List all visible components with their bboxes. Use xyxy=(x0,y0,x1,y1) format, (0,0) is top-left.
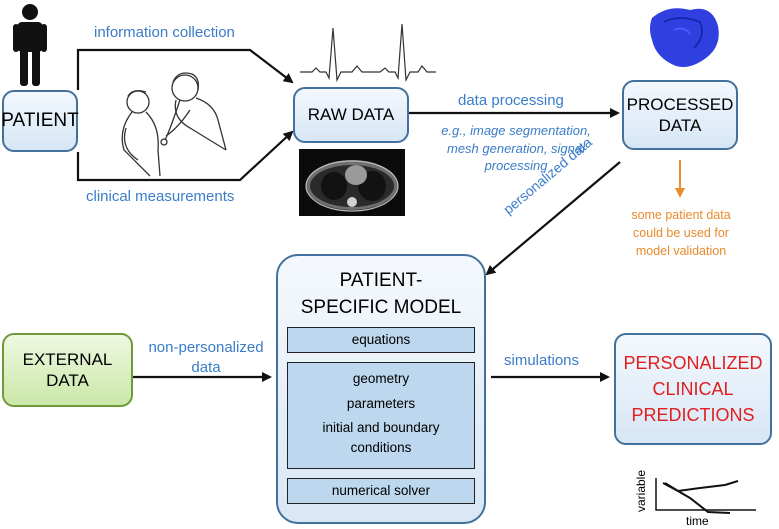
predictions-label-line3: PREDICTIONS xyxy=(631,405,755,426)
clinical-measurements-label: clinical measurements xyxy=(86,188,235,205)
validation-line1: some patient data xyxy=(631,208,731,222)
processing-examples-line3: processing xyxy=(484,158,548,174)
raw-data-node: RAW DATA xyxy=(293,87,409,143)
parameters-label: parameters xyxy=(346,395,416,411)
numerical-solver-label: numerical solver xyxy=(331,483,431,498)
processed-data-label-line2: DATA xyxy=(658,116,702,135)
validation-line2: could be used for xyxy=(633,226,729,241)
processing-examples-line1: e.g., image segmentation, xyxy=(441,123,591,138)
predictions-label-line2: CLINICAL xyxy=(652,378,734,399)
data-processing-label: data processing xyxy=(458,92,564,109)
processing-examples-line2: mesh generation, signal xyxy=(446,140,586,156)
equations-label: equations xyxy=(351,332,411,347)
doctor-examining-patient-illustration xyxy=(121,72,227,177)
patient-node: PATIENT xyxy=(1,90,79,152)
non-personalized-line1: non-personalized xyxy=(148,339,264,356)
ct-scan-image xyxy=(299,149,405,216)
simulations-label: simulations xyxy=(504,352,580,369)
arrow-personalized-data xyxy=(485,161,621,276)
model-title-line2: SPECIFIC MODEL xyxy=(300,296,462,318)
mini-plot-xlabel: time xyxy=(686,514,709,528)
patient-label: PATIENT xyxy=(1,110,79,132)
equations-component: equations xyxy=(287,327,475,353)
mini-plot xyxy=(655,478,756,514)
heart-mesh-icon xyxy=(650,8,719,67)
arrow-clinical-measurements xyxy=(76,130,294,182)
model-title-line1: PATIENT- xyxy=(339,270,423,291)
predictions-node: PERSONALIZED CLINICAL PREDICTIONS xyxy=(614,333,772,445)
initial-boundary-label-line2: conditions xyxy=(350,439,412,455)
geometry-label: geometry xyxy=(352,371,410,386)
mini-plot-axes xyxy=(655,478,756,511)
initial-boundary-label-line1: initial and boundary xyxy=(322,420,440,436)
external-data-label-line1: EXTERNAL xyxy=(22,349,113,369)
arrow-information-collection xyxy=(76,48,294,90)
non-personalized-data-label: non-personalized data xyxy=(136,338,276,377)
model-inputs-component: geometry parameters initial and boundary… xyxy=(287,362,475,469)
ecg-waveform-icon xyxy=(300,23,436,83)
patient-specific-model-node: PATIENT- SPECIFIC MODEL equations geomet… xyxy=(276,254,486,524)
processed-data-label-line1: PROCESSED xyxy=(626,94,734,114)
non-personalized-line2: data xyxy=(191,358,221,376)
model-title: PATIENT- SPECIFIC MODEL xyxy=(278,268,484,321)
information-collection-label: information collection xyxy=(94,24,235,41)
validation-line3: model validation xyxy=(635,244,727,259)
raw-data-label: RAW DATA xyxy=(307,105,395,125)
external-data-node: EXTERNAL DATA xyxy=(2,333,133,407)
external-data-label-line2: DATA xyxy=(46,371,89,390)
processing-examples-label: e.g., image segmentation, mesh generatio… xyxy=(436,122,596,175)
processed-data-node: PROCESSED DATA xyxy=(622,80,738,150)
numerical-solver-component: numerical solver xyxy=(287,478,475,504)
person-icon xyxy=(13,4,47,86)
predictions-label-line1: PERSONALIZED xyxy=(623,352,763,373)
mini-plot-line-bottom xyxy=(664,482,731,514)
model-validation-label: some patient data could be used for mode… xyxy=(626,206,736,260)
mini-plot-ylabel: variable xyxy=(634,469,648,512)
